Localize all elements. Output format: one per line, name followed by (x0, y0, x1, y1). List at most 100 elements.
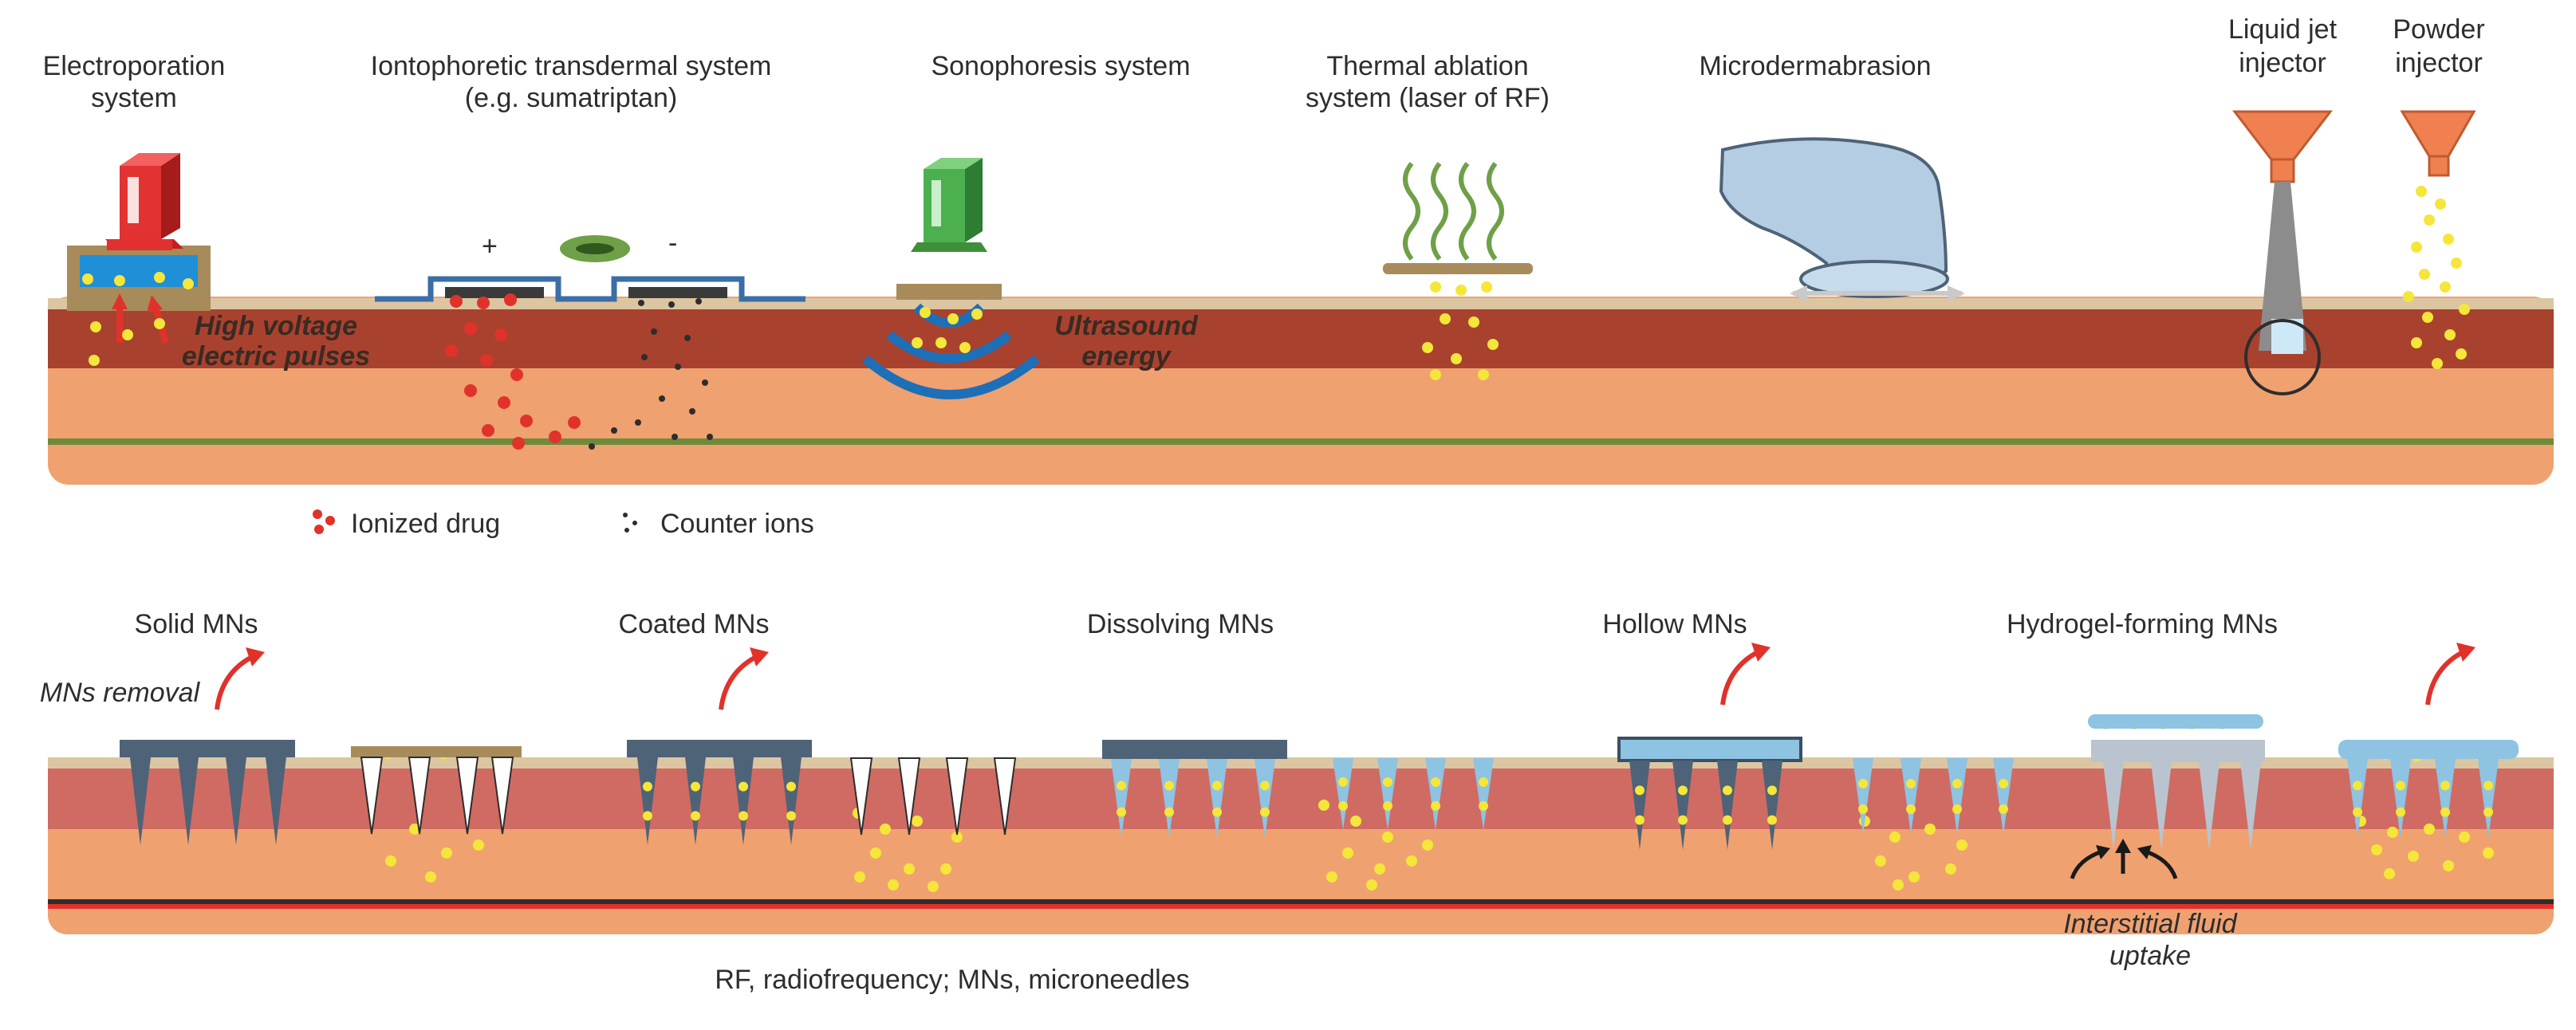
ionized-drug (520, 415, 533, 427)
drug-particle (1366, 879, 1377, 890)
microneedle (2347, 759, 2368, 839)
mns-removal-label: MNs removal (40, 678, 201, 708)
drug-particle (2387, 827, 2398, 838)
drug-particle (1889, 831, 1900, 843)
microneedle (2435, 759, 2456, 839)
coated-mns-label: Coated MNs (619, 609, 770, 639)
injector-funnel (2231, 110, 2334, 161)
ultrasound-transducer (924, 169, 965, 242)
microneedle (1672, 761, 1693, 850)
drug-particle (2411, 242, 2422, 253)
microneedle (2199, 762, 2220, 850)
needle-drug-dot (1906, 804, 1916, 814)
needle-drug-dot (2440, 807, 2450, 817)
drug-particle (2416, 186, 2427, 197)
microneedle (455, 757, 479, 835)
microneedle (360, 757, 384, 835)
needle-drug-dot (691, 811, 700, 821)
drug-particle (2411, 337, 2422, 348)
ionized-drug (568, 416, 581, 429)
microdermabrasion-device (1719, 137, 1965, 301)
drug-particle (2422, 312, 2433, 323)
electroporation-annotation-1: High voltage (195, 311, 357, 341)
needle-drug-dot (1338, 777, 1348, 787)
ultrasound-wave (862, 355, 1040, 399)
drug-particle (888, 879, 899, 890)
removal-arrow (719, 653, 761, 710)
mn-backing (1842, 757, 2018, 758)
microdermabrasion-label: Microdermabrasion (1700, 51, 1932, 81)
hollow-mns-label: Hollow MNs (1602, 609, 1747, 639)
injection-depot (2244, 319, 2321, 395)
electrode-gel (80, 255, 198, 287)
microneedle (2390, 759, 2411, 839)
footnote: RF, radiofrequency; MNs, microneedles (715, 965, 1189, 995)
drug-particle (854, 871, 865, 883)
needle-drug-dot (1999, 779, 2008, 788)
hydrogel-mns-label: Hydrogel-forming MNs (2007, 609, 2278, 639)
needle-drug-dot (2483, 807, 2493, 817)
microneedle (1111, 759, 1132, 839)
counter-ion (684, 335, 691, 341)
drug-particle (2451, 258, 2462, 269)
drug-particle (154, 272, 165, 283)
microneedle (1947, 758, 1967, 835)
drug-particle (1422, 342, 1433, 353)
sonophoresis-device (862, 158, 1040, 399)
ionized-drug (494, 328, 507, 341)
drug-particle (940, 863, 951, 875)
microneedle (1629, 761, 1650, 850)
drug-particle (880, 824, 891, 835)
injector-funnel (2400, 110, 2476, 158)
drug-particle (114, 275, 125, 286)
drug-particle (1468, 316, 1479, 328)
sonophoresis-label: Sonophoresis system (931, 51, 1190, 81)
drug-particle (870, 847, 881, 859)
microneedle (266, 757, 286, 845)
microneedle (685, 757, 706, 845)
needle-drug-dot (1767, 815, 1777, 825)
drug-particle (2384, 868, 2395, 879)
counter-ion (675, 364, 681, 370)
mn-backing (1324, 757, 1499, 758)
mn-backing (1617, 737, 1802, 762)
drug-particle (1924, 824, 1936, 835)
drug-particle (409, 824, 420, 835)
microneedle (2103, 762, 2124, 850)
drug-particle (1406, 855, 1417, 867)
needle-drug-dot (1431, 777, 1440, 787)
needle-drug-dot (786, 811, 796, 821)
drug-particle (1481, 281, 1492, 293)
removal-arrow (1720, 648, 1763, 706)
needle-drug-dot (1117, 780, 1126, 791)
needle-drug-dot (691, 781, 700, 792)
counter-ion (695, 298, 702, 305)
needle-drug-dot (1906, 779, 1916, 788)
drug-particle (1374, 863, 1385, 875)
ionized-drug (498, 396, 510, 409)
drug-particle (1893, 879, 1904, 890)
drug-particle (2459, 304, 2470, 315)
electroporation-label-1: Electroporation (43, 51, 226, 81)
drug-particle (2408, 851, 2419, 862)
mn-backing (2088, 714, 2263, 729)
microneedle (408, 757, 431, 835)
ionized-drug (504, 293, 517, 306)
counter-ion (589, 443, 595, 450)
drug-particle (947, 313, 959, 324)
liquid-jet-label-2: injector (2239, 48, 2326, 78)
needle-drug-dot (1635, 785, 1644, 796)
needle-drug-dot (1479, 801, 1488, 811)
counter-ion (659, 395, 665, 402)
microneedle (1473, 758, 1494, 830)
electroporation-annotation-2: electric pulses (182, 341, 370, 372)
microneedle (1377, 758, 1398, 830)
needle-drug-dot (2353, 780, 2362, 791)
iontophoretic-label-1: Iontophoretic transdermal system (371, 51, 772, 81)
thermal-ablation-label-2: system (laser of RF) (1306, 83, 1550, 113)
drug-particle (122, 329, 133, 340)
drug-particle (1478, 369, 1489, 380)
cathode-pad (628, 287, 727, 298)
drug-particle (2456, 348, 2467, 360)
removal-arrow (215, 653, 257, 710)
